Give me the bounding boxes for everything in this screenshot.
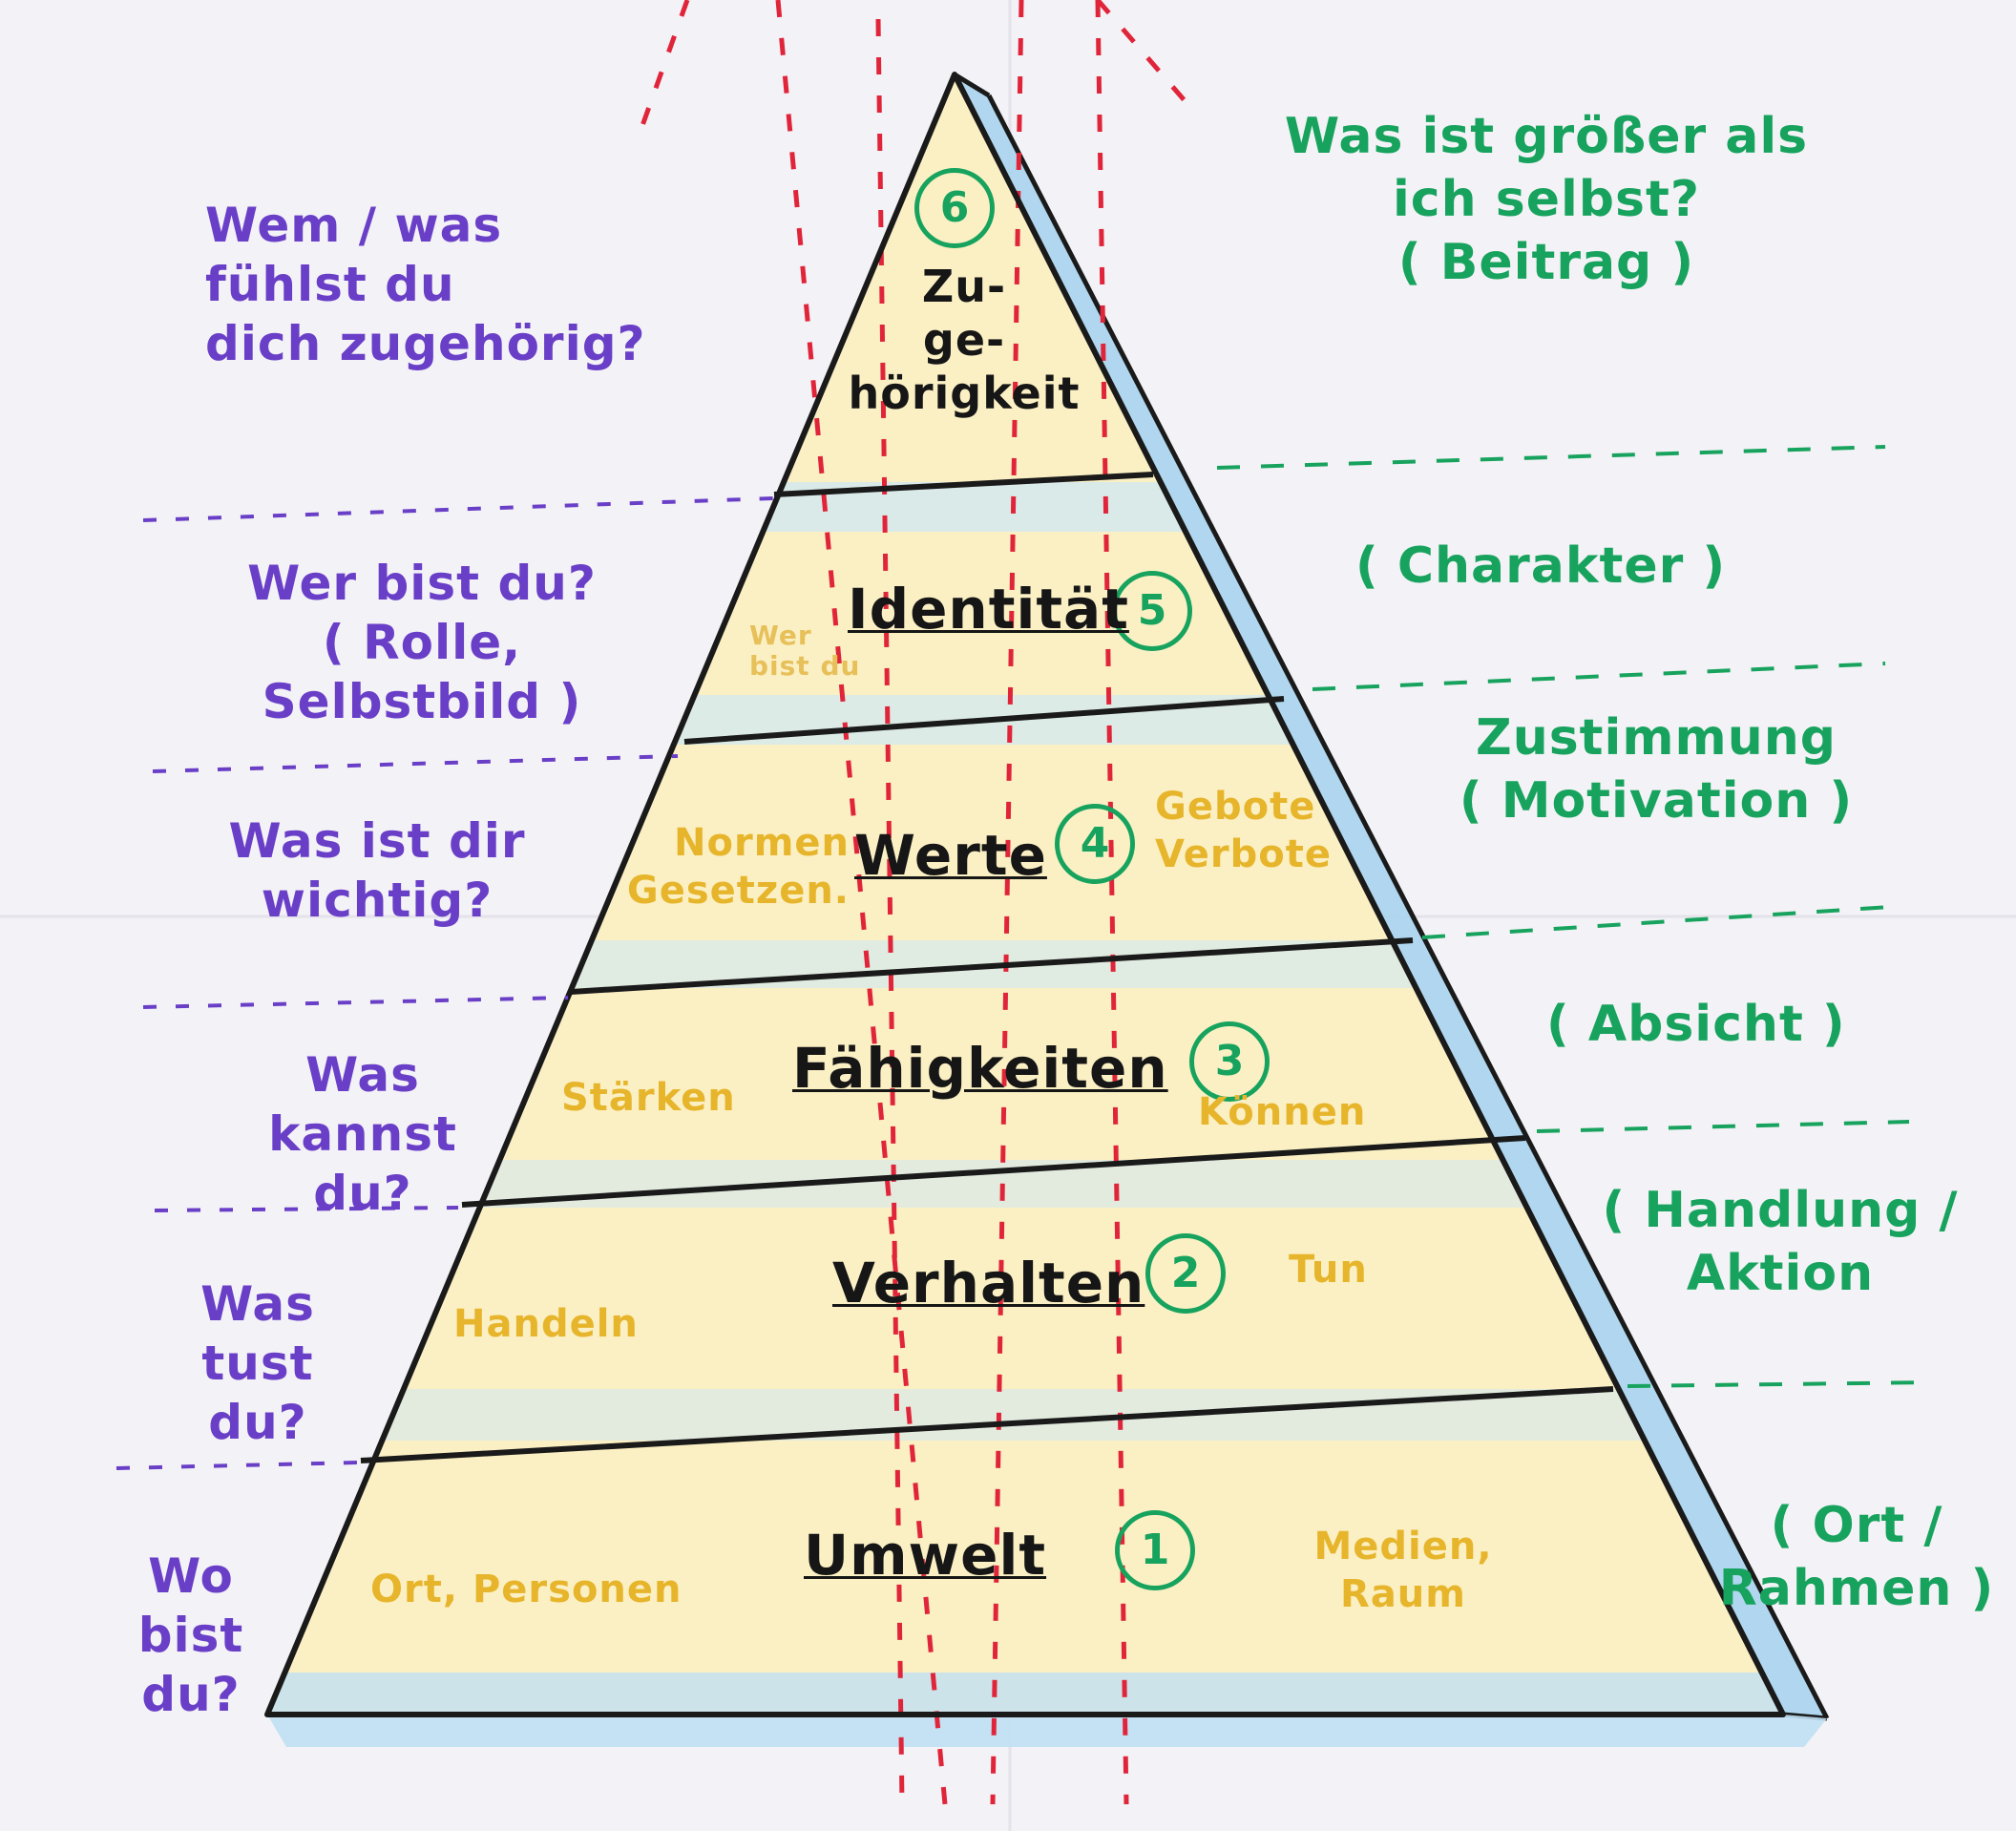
level-3-right-label: ( Absicht ) (1546, 996, 1846, 1053)
level-1-number-circle: 1 (1115, 1510, 1195, 1590)
level-4-right-label: Zustimmung ( Motivation ) (1459, 709, 1854, 830)
level-3-right-note: Können (1198, 1090, 1367, 1134)
level-3-number-circle: 3 (1189, 1021, 1270, 1102)
level-2-right-note: Tun (1289, 1248, 1368, 1292)
level-6-number-circle: 6 (914, 168, 995, 248)
band-separators (360, 472, 1614, 1463)
base-shadow (267, 1715, 1827, 1747)
level-2-name: Verhalten (832, 1251, 1145, 1315)
level-2-left-note: Handeln (453, 1302, 639, 1346)
level-4-name: Werte (854, 823, 1047, 888)
level-4-left-note: Normen Gesetzen. (626, 821, 850, 913)
level-5-question: Wer bist du? ( Rolle, Selbstbild ) (247, 556, 597, 729)
level-1-name: Umwelt (804, 1523, 1047, 1588)
green-guide-lines (1216, 445, 1934, 1388)
level-4-right-note: Gebote Verbote (1155, 785, 1332, 876)
side-edge (986, 94, 1830, 1720)
level-3-left-note: Stärken (561, 1076, 736, 1120)
level-5-right-label: ( Charakter ) (1355, 537, 1727, 595)
level-2-right-label: ( Handlung / Aktion (1602, 1182, 1959, 1302)
level-3-name: Fähigkeiten (792, 1036, 1168, 1101)
pyramid-outline (264, 72, 1786, 1717)
level-1-right-note: Medien, Raum (1313, 1525, 1493, 1616)
pyramid-side-face (955, 74, 1827, 1718)
level-5-name: Identität (848, 577, 1129, 642)
level-6-question: Wem / was fühlst du dich zugehörig? (205, 198, 646, 371)
level-6-name: Zu- ge- hörigkeit (821, 260, 1107, 420)
level-4-number-circle: 4 (1055, 804, 1135, 884)
pyramid-fill (267, 74, 1783, 1715)
level-6-name-text: Zu- ge- hörigkeit (848, 261, 1081, 419)
level-2-number-circle: 2 (1145, 1233, 1226, 1314)
level-1-right-label: ( Ort / Rahmen ) (1718, 1497, 1995, 1617)
level-1-left-note: Ort, Personen (370, 1568, 682, 1611)
level-1-question: Wo bist du? (137, 1548, 244, 1722)
level-3-question: Was kannst du? (268, 1047, 457, 1221)
level-2-question: Was tust du? (200, 1276, 315, 1450)
level-5-number-circle: 5 (1112, 571, 1192, 651)
purple-guide-lines (116, 496, 774, 1470)
level-6-right-label: Was ist größer als ich selbst? ( Beitrag… (1284, 108, 1809, 291)
red-dashed-axes (637, 0, 1190, 1805)
level-5-left-note: Wer bist du (749, 620, 861, 682)
level-4-question: Was ist dir wichtig? (228, 813, 526, 928)
